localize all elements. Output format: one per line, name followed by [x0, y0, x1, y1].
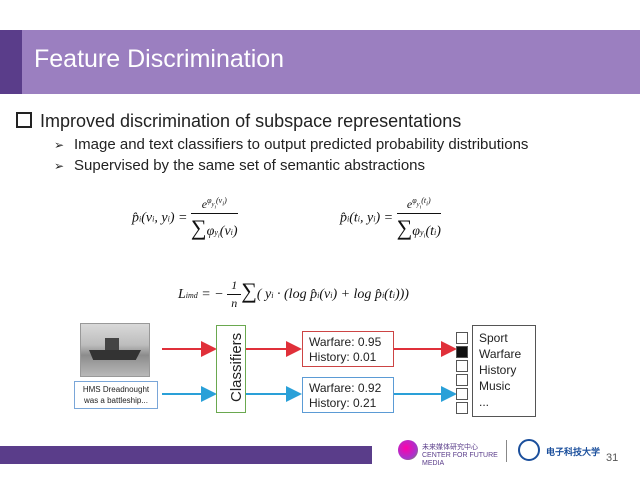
slide-title: Feature Discrimination: [34, 45, 285, 73]
future-media-logo-icon: [398, 440, 418, 460]
image-probability-formula: p̂i(vi, yi) = eφyi(vi)∑φyi(vi): [132, 196, 238, 240]
uestc-logo-text: 电子科技大学: [546, 447, 601, 457]
uestc-logo-icon: [518, 439, 540, 461]
caption-line-1: HMS Dreadnought: [82, 385, 150, 394]
classifiers-label: Classifiers: [228, 332, 245, 402]
page-number: 31: [606, 452, 619, 464]
text-score-warfare: Warfare: 0.92: [309, 381, 382, 395]
logo-text-cn: 未来媒体研究中心: [422, 444, 478, 451]
arrow-bullet-icon: ➢: [54, 138, 65, 152]
sub-bullet-text: Supervised by the same set of semantic a…: [74, 157, 426, 174]
title-bar: [0, 30, 640, 94]
text-scores-box: Warfare: 0.92 History: 0.21: [302, 377, 394, 413]
label-cell: [456, 374, 468, 386]
category-item: Warfare: [479, 347, 522, 361]
classifiers-box: [216, 325, 246, 413]
image-score-warfare: Warfare: 0.95: [309, 335, 382, 349]
label-cell: [456, 360, 468, 372]
categories-box: Sport Warfare History Music ...: [472, 325, 536, 417]
category-item: ...: [479, 395, 490, 409]
main-bullet: Improved discrimination of subspace repr…: [16, 111, 461, 132]
label-cell-active: [456, 346, 468, 358]
uestc-logo: 电子科技大学: [518, 438, 618, 464]
future-media-logo: 未来媒体研究中心 CENTER FOR FUTURE MEDIA: [398, 438, 498, 467]
main-bullet-text: Improved discrimination of subspace repr…: [40, 111, 462, 131]
sub-bullet-2: ➢ Supervised by the same set of semantic …: [54, 157, 425, 174]
text-caption-box: HMS Dreadnought was a battleship...: [74, 381, 158, 409]
category-item: History: [479, 363, 517, 377]
logo-separator: [506, 440, 507, 462]
category-item: Sport: [479, 331, 508, 345]
ship-tower: [105, 338, 119, 350]
image-scores-box: Warfare: 0.95 History: 0.01: [302, 331, 394, 367]
label-cell: [456, 402, 468, 414]
text-score-history: History: 0.21: [309, 396, 377, 410]
label-cell: [456, 332, 468, 344]
sub-bullet-1: ➢ Image and text classifiers to output pr…: [54, 136, 528, 153]
checkbox-bullet-icon: [16, 112, 32, 128]
logo-text-en: CENTER FOR FUTURE MEDIA: [422, 452, 498, 467]
image-score-history: History: 0.01: [309, 350, 377, 364]
arrow-bullet-icon: ➢: [54, 159, 65, 173]
category-item: Music: [479, 379, 511, 393]
label-vector: [456, 332, 468, 416]
sub-bullet-text: Image and text classifiers to output pre…: [74, 136, 529, 153]
footer-bar: [0, 446, 372, 464]
label-cell: [456, 388, 468, 400]
battleship-image: [80, 323, 150, 377]
title-accent: [0, 30, 22, 94]
ship-hull: [89, 350, 141, 360]
text-probability-formula: p̂i(ti, yi) = eφyi(ti)∑φyi(ti): [340, 196, 441, 240]
caption-line-2: was a battleship...: [83, 396, 149, 405]
